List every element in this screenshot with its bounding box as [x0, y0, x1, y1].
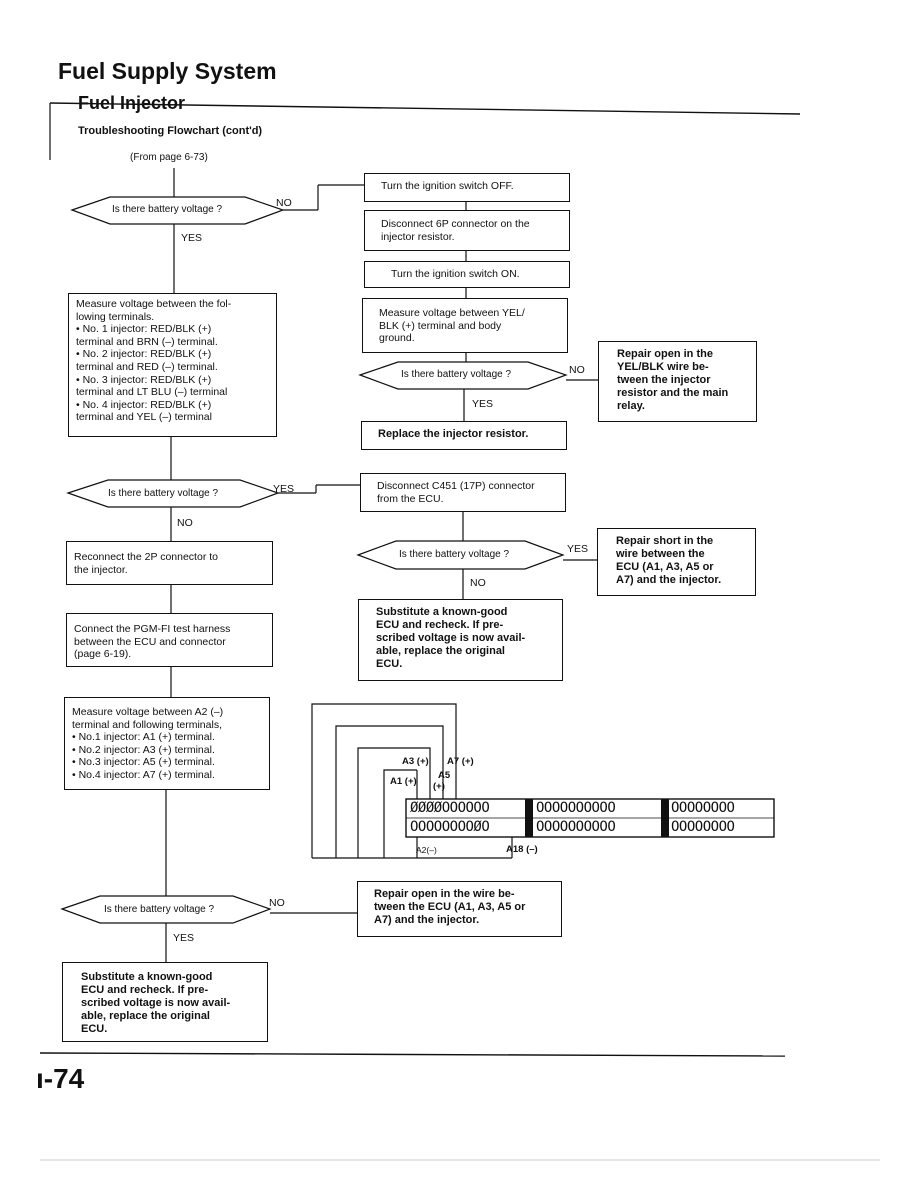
replace-resistor-box: Replace the injector resistor.: [361, 421, 567, 450]
page-title: Fuel Supply System: [58, 58, 277, 84]
substitute-ecu-box-bottom: Substitute a known-good ECU and recheck.…: [62, 962, 268, 1042]
connector-label-a2: A2(–): [416, 845, 437, 855]
from-page-ref: (From page 6-73): [130, 152, 208, 163]
connector-label-a7: A7 (+): [447, 756, 474, 767]
decision-diamond-r2: [356, 540, 565, 570]
page-number: ı-74: [36, 1063, 85, 1094]
no-label-r2: NO: [470, 577, 486, 589]
connector-label-a5: A5: [438, 770, 451, 781]
yes-label-r2: YES: [567, 543, 589, 555]
no-label-d3: NO: [269, 897, 285, 909]
repair-open-relay-box: Repair open in the YEL/BLK wire be- twee…: [598, 341, 757, 422]
measure-a2-box: Measure voltage between A2 (–) terminal …: [64, 697, 270, 790]
repair-short-box: Repair short in the wire between the ECU…: [597, 528, 756, 596]
disconnect-6p-box: Disconnect 6P connector on the injector …: [364, 210, 570, 251]
connector-diagram: [311, 703, 775, 859]
connector-label-a1: A1 (+): [390, 776, 417, 787]
no-label-r1: NO: [569, 364, 585, 376]
connector-row1-section-a: ØØØØOOOOOO: [410, 800, 490, 816]
reconnect-2p-box: Reconnect the 2P connector to the inject…: [66, 541, 273, 585]
yes-label-r1: YES: [472, 398, 494, 410]
decision-diamond-3: [60, 895, 272, 924]
section-subtitle: Fuel Injector: [78, 93, 186, 113]
connector-row2-section-b: OOOOOOOOOO: [536, 819, 616, 835]
decision-r2-text: Is there battery voltage ?: [399, 549, 510, 560]
measure-yel-blk-box: Measure voltage between YEL/ BLK (+) ter…: [362, 298, 568, 353]
header-rule: [49, 102, 801, 115]
ignition-on-box: Turn the ignition switch ON.: [364, 261, 570, 288]
measure-voltage-terminals-box: Measure voltage between the fol- lowing …: [68, 293, 277, 437]
disconnect-c451-box: Disconnect C451 (17P) connector from the…: [360, 473, 566, 512]
ignition-off-box: Turn the ignition switch OFF.: [364, 173, 570, 202]
repair-open-ecu-box: Repair open in the wire be- tween the EC…: [357, 881, 562, 937]
yes-label-d3: YES: [173, 932, 195, 944]
connector-row1-section-b: OOOOOOOOOO: [536, 800, 616, 816]
no-label-d1: NO: [276, 197, 292, 209]
flowchart-caption: Troubleshooting Flowchart (cont'd): [78, 125, 263, 137]
decision-2-text: Is there battery voltage ?: [108, 488, 219, 499]
connector-label-a5-polarity: (+): [433, 781, 445, 792]
connector-row2-section-a: OOOOOOOOØO: [410, 819, 490, 835]
decision-r1-text: Is there battery voltage ?: [401, 369, 512, 380]
footer-rule: [39, 1052, 786, 1057]
connector-label-a18: A18 (–): [506, 844, 538, 855]
substitute-ecu-box-mid: Substitute a known-good ECU and recheck.…: [358, 599, 563, 681]
connector-row2-section-c: OOOOOOOO: [671, 819, 735, 835]
decision-diamond-r1: [358, 361, 568, 390]
yes-label-d1: YES: [181, 232, 203, 244]
connector-label-a3: A3 (+): [402, 756, 429, 767]
decision-1-text: Is there battery voltage ?: [112, 204, 223, 215]
decision-3-text: Is there battery voltage ?: [104, 904, 215, 915]
connect-test-harness-box: Connect the PGM-FI test harness between …: [66, 613, 273, 667]
connector-row1-section-c: OOOOOOOO: [671, 800, 735, 816]
yes-label-d2: YES: [273, 483, 295, 495]
no-label-d2: NO: [177, 517, 193, 529]
